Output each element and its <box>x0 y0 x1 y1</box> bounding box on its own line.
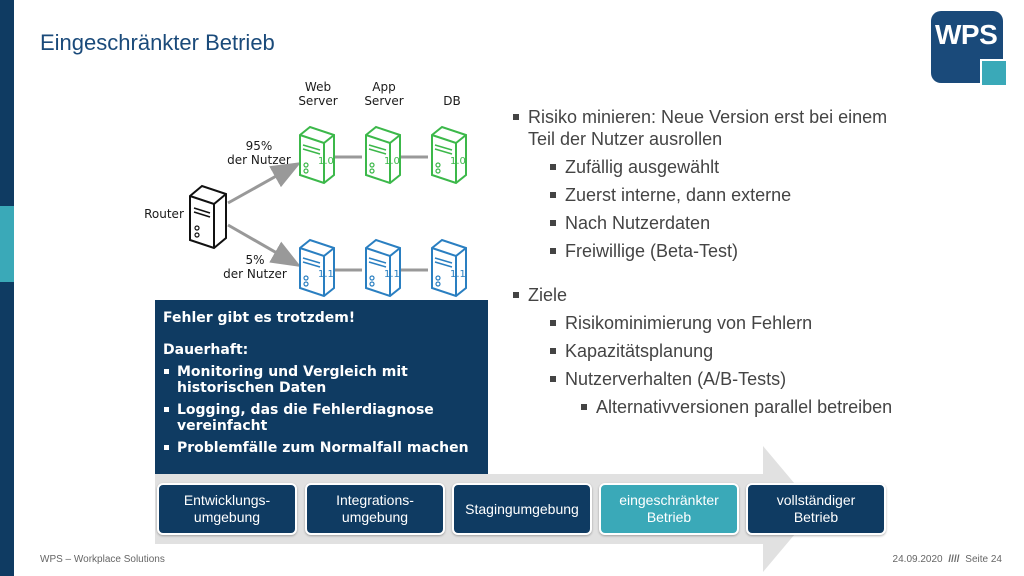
server-icon-upper-2: 1.0 <box>431 125 467 185</box>
route-label-lower: 5% der Nutzer <box>223 253 287 281</box>
header-web-server: Web Server <box>298 80 338 108</box>
server-version-label: 1.0 <box>318 156 334 167</box>
footer-company: WPS – Workplace Solutions <box>40 554 165 565</box>
server-version-label: 1.1 <box>450 269 466 280</box>
box-item: Problemfälle zum Normalfall machen <box>163 440 480 456</box>
server-version-label: 1.1 <box>384 269 400 280</box>
bullet-list: Risiko minieren: Neue Version erst bei e… <box>512 106 912 418</box>
server-icon-lower-1: 1.1 <box>365 238 401 298</box>
server-version-label: 1.0 <box>384 156 400 167</box>
bullet-item: Kapazitätsplanung <box>549 340 912 362</box>
server-icon-upper-0: 1.0 <box>299 125 335 185</box>
server-icon-lower-2: 1.1 <box>431 238 467 298</box>
bullet-item: Nach Nutzerdaten <box>549 212 912 234</box>
server-icons: 1.0 1.0 1.0 1.1 1.1 1.1 <box>299 125 467 298</box>
server-icon-upper-1: 1.0 <box>365 125 401 185</box>
logo-accent-square <box>980 59 1008 87</box>
bullet-item: Zuerst interne, dann externe <box>549 184 912 206</box>
router-label: Router <box>144 207 184 221</box>
server-version-label: 1.0 <box>450 156 466 167</box>
bullet-item: Alternativversionen parallel betreiben <box>580 396 912 418</box>
route-label-upper: 95% der Nutzer <box>227 139 291 167</box>
router-server-icon <box>189 184 227 250</box>
bullet-item: Nutzerverhalten (A/B-Tests) <box>549 368 912 390</box>
stage-eingeschraenkter-betrieb: eingeschränkter Betrieb <box>599 483 739 535</box>
left-accent-bar-highlight <box>0 206 14 282</box>
server-icon-lower-0: 1.1 <box>299 238 335 298</box>
footer-date: 24.09.2020 <box>892 554 943 565</box>
box-item: Monitoring und Vergleich mit historische… <box>163 364 480 396</box>
stage-entwicklungsumgebung: Entwicklungs- umgebung <box>157 483 297 535</box>
footer-meta: 24.09.2020 //// Seite 24 <box>893 554 1002 565</box>
box-item: Logging, das die Fehlerdiagnose vereinfa… <box>163 402 480 434</box>
server-version-label: 1.1 <box>318 269 334 280</box>
left-accent-bar-top <box>0 0 14 206</box>
wps-logo: WPS <box>931 11 1008 87</box>
bullet-item: Risikominimierung von Fehlern <box>549 312 912 334</box>
slide-title: Eingeschränkter Betrieb <box>40 30 275 55</box>
footer-separator: //// <box>948 554 960 565</box>
bullet-item: Zufällig ausgewählt <box>549 156 912 178</box>
header-db: DB <box>443 94 461 108</box>
footer-page: Seite 24 <box>965 554 1002 565</box>
left-accent-bar-bottom <box>0 282 14 576</box>
bullet-item: Freiwillige (Beta-Test) <box>549 240 912 262</box>
logo-text: WPS <box>935 19 998 50</box>
header-app-server: App Server <box>364 80 404 108</box>
connection-arrow <box>227 162 302 205</box>
box-heading: Fehler gibt es trotzdem! <box>163 310 356 326</box>
stage-integrationsumgebung: Integrations- umgebung <box>305 483 445 535</box>
stage-vollstaendiger-betrieb: vollständiger Betrieb <box>746 483 886 535</box>
bullet-item: Risiko minieren: Neue Version erst bei e… <box>512 106 912 150</box>
box-subheading: Dauerhaft: <box>163 342 249 358</box>
bullet-item: Ziele <box>512 284 912 306</box>
error-info-box: Fehler gibt es trotzdem! Dauerhaft: Moni… <box>155 300 488 474</box>
stage-stagingumgebung: Stagingumgebung <box>452 483 592 535</box>
